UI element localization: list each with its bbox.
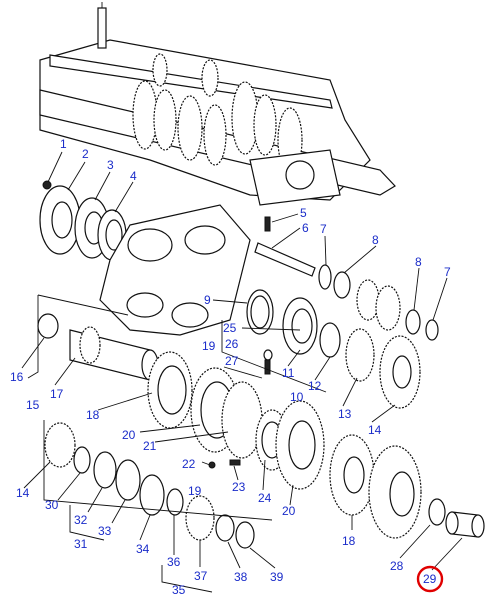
callout-20: 20 (282, 504, 296, 518)
leader-lines (21, 151, 463, 571)
callout-33: 33 (98, 524, 112, 538)
callout-2: 2 (82, 147, 89, 161)
callout-27: 27 (225, 354, 239, 368)
callout-24: 24 (258, 491, 272, 505)
callout-23: 23 (232, 480, 246, 494)
callout-7: 7 (444, 265, 451, 279)
lower-bearing-row (44, 422, 255, 549)
callout-26: 26 (225, 337, 239, 351)
callout-5: 5 (300, 206, 307, 220)
callout-10: 10 (290, 390, 304, 404)
callout-18: 18 (342, 534, 356, 548)
gearbox-assembly (39, 2, 396, 206)
callout-12: 12 (308, 379, 322, 393)
callout-3: 3 (107, 158, 114, 172)
callout-4: 4 (130, 169, 137, 183)
callout-6: 6 (302, 221, 309, 235)
output-gears (329, 434, 485, 539)
callout-18: 18 (86, 408, 100, 422)
input-shaft (37, 313, 159, 381)
callout-labels: 1 2 3 4 5 6 7 8 8 7 9 25 19 26 27 11 12 … (10, 137, 451, 597)
callout-25: 25 (223, 321, 237, 335)
callout-11: 11 (282, 366, 295, 380)
callout-37: 37 (194, 569, 208, 583)
callout-34: 34 (136, 542, 150, 556)
main-gear-cluster (147, 349, 325, 490)
countershaft-small-parts (318, 264, 439, 341)
callout-30: 30 (45, 498, 59, 512)
middle-gear-row (246, 289, 421, 409)
callout-35: 35 (172, 583, 186, 597)
callout-29: 29 (423, 572, 437, 586)
callout-16: 16 (10, 370, 24, 384)
callout-36: 36 (167, 555, 181, 569)
callout-19: 19 (202, 339, 216, 353)
callout-31: 31 (74, 537, 88, 551)
callout-14: 14 (368, 423, 382, 437)
group-brackets (27, 294, 327, 593)
callout-21: 21 (143, 439, 157, 453)
callout-1: 1 (60, 137, 67, 151)
callout-7: 7 (320, 222, 327, 236)
callout-14: 14 (16, 486, 30, 500)
callout-20: 20 (122, 428, 136, 442)
centre-housing (99, 204, 316, 336)
bearing-housing-parts (39, 180, 127, 261)
callout-17: 17 (50, 387, 64, 401)
callout-9: 9 (204, 293, 211, 307)
highlight-circle (416, 565, 444, 593)
callout-15: 15 (26, 398, 40, 412)
callout-8: 8 (372, 233, 379, 247)
callout-38: 38 (234, 570, 248, 584)
callout-22: 22 (182, 457, 196, 471)
callout-28: 28 (390, 559, 404, 573)
callout-32: 32 (74, 513, 88, 527)
callout-19: 19 (188, 484, 202, 498)
callout-8: 8 (415, 255, 422, 269)
callout-39: 39 (270, 570, 284, 584)
callout-13: 13 (338, 407, 352, 421)
